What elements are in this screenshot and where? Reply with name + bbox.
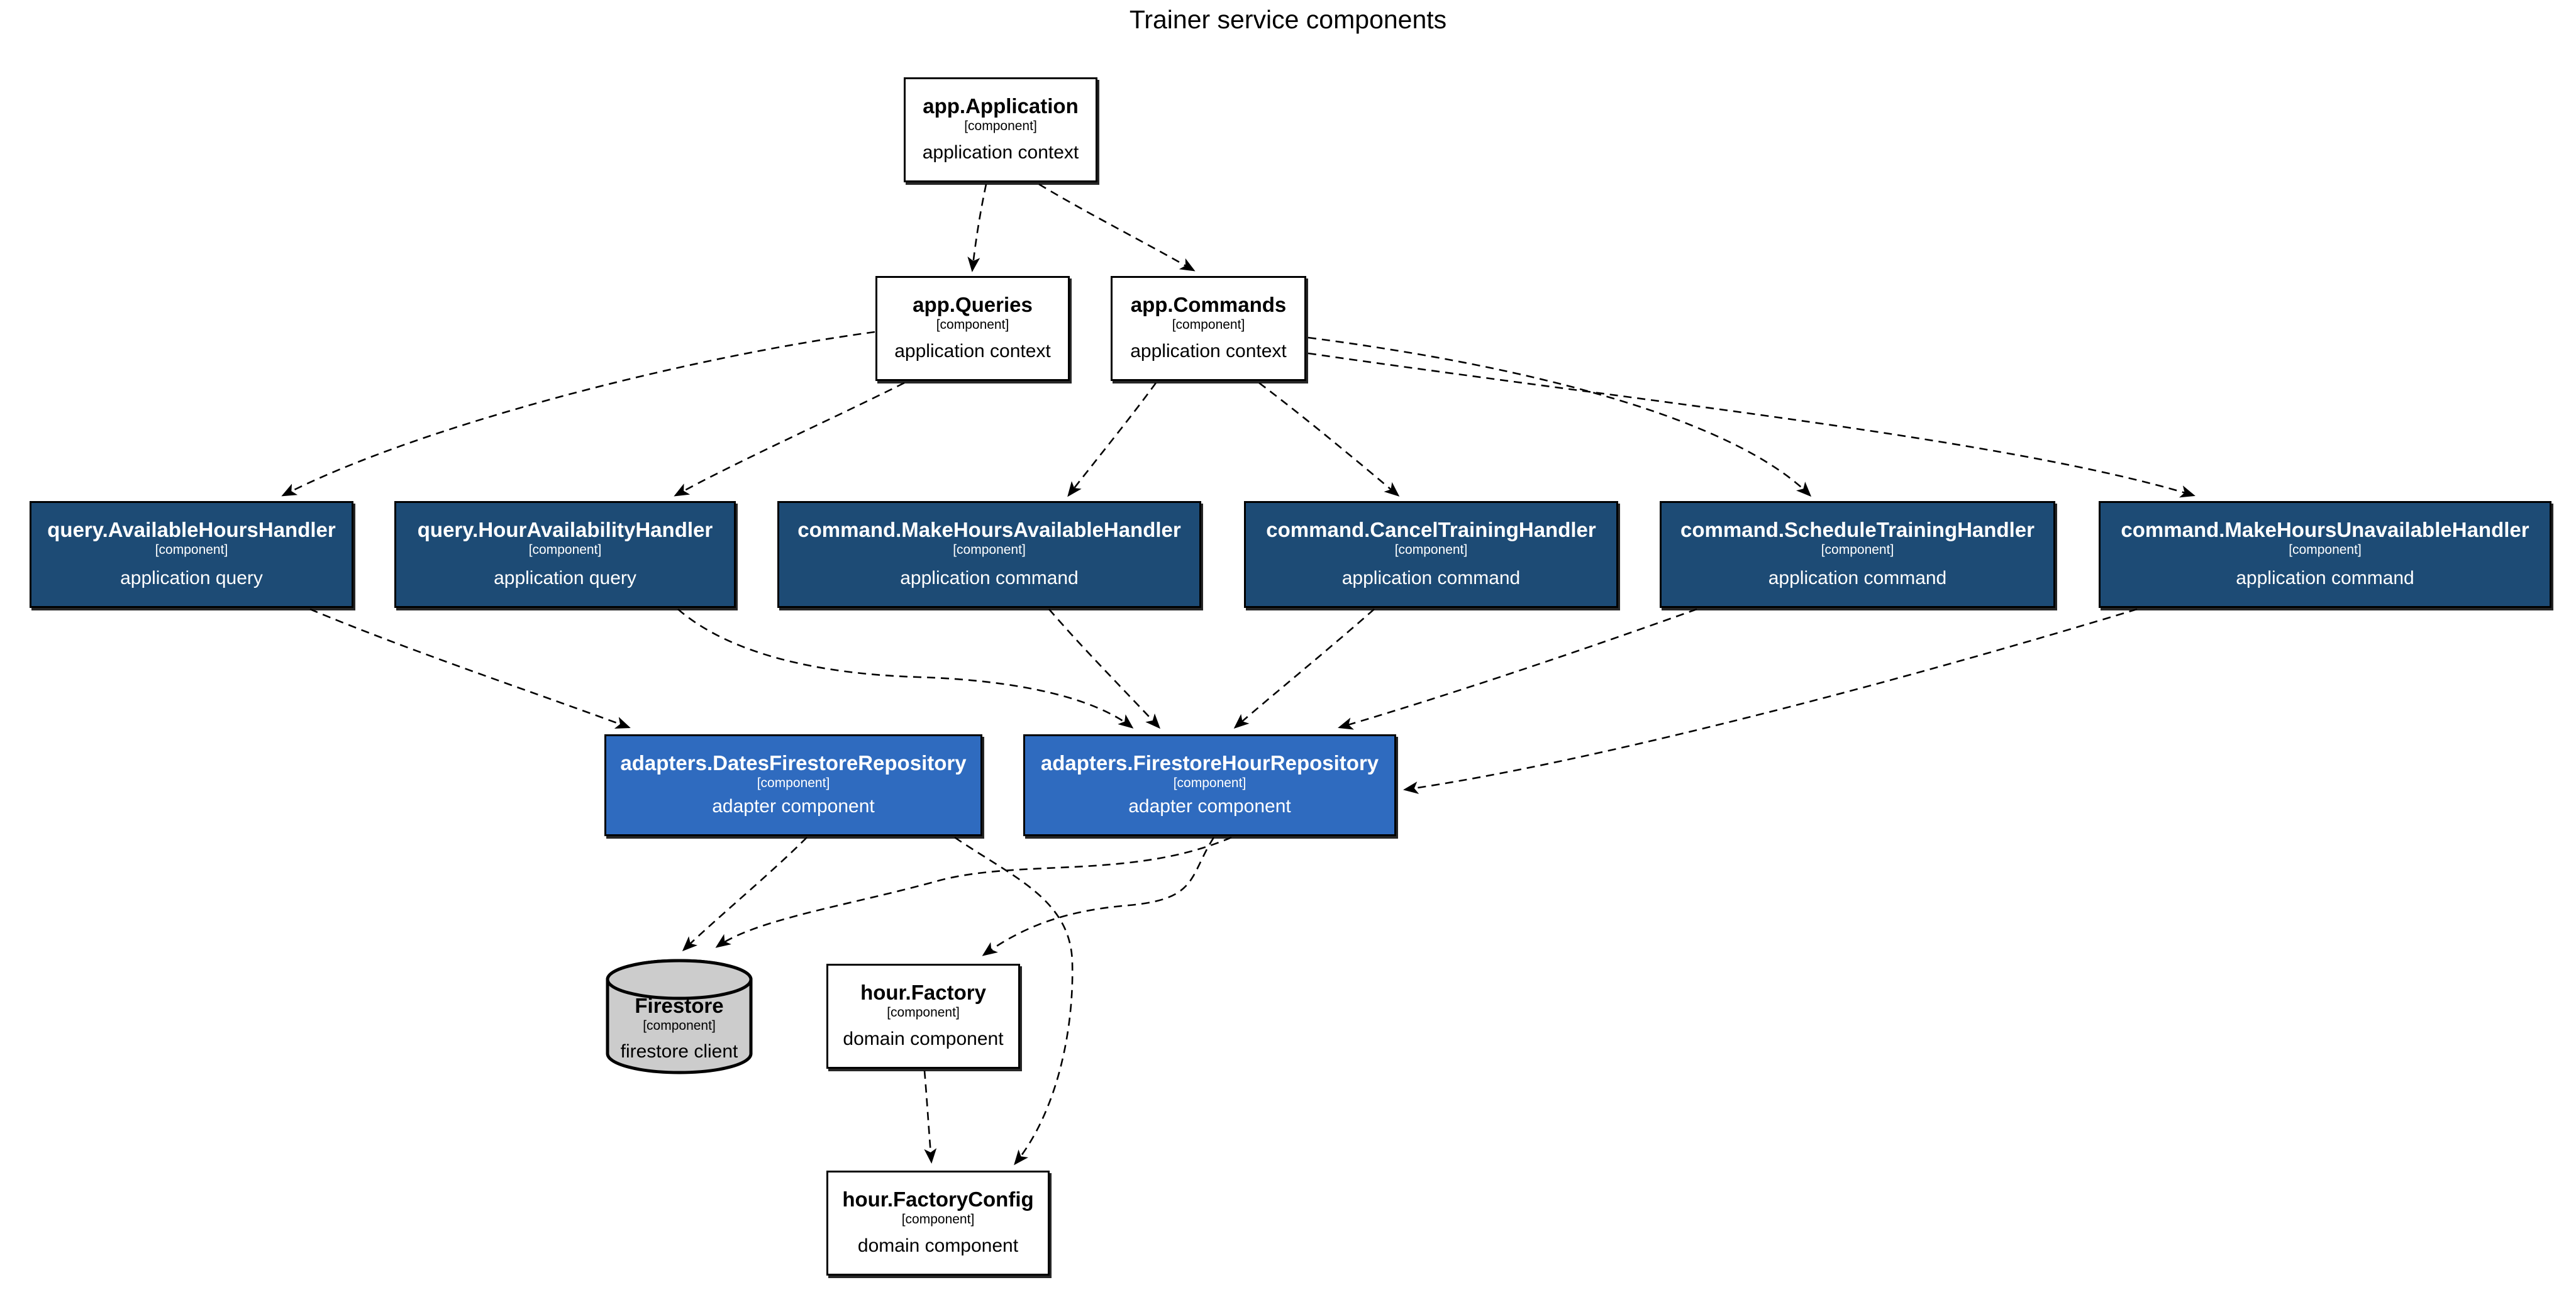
node-title: adapters.FirestoreHourRepository (1040, 751, 1379, 775)
node-query-availablehourshandler: query.AvailableHoursHandler[component] ap… (30, 501, 353, 608)
edge-adapters-datesfirestorerepository-to-firestore (682, 837, 808, 952)
node-description: application query (494, 568, 636, 588)
diagram-title: Trainer service components (1129, 5, 1447, 34)
edge-app-application-to-app-commands (1038, 183, 1196, 272)
node-command-makehoursavailablehandler: command.MakeHoursAvailableHandler[compon… (777, 501, 1201, 608)
node-title: hour.Factory (860, 981, 986, 1004)
node-header: hour.Factory[component] (860, 981, 986, 1020)
node-description: application command (1341, 568, 1521, 588)
node-stereotype: [component] (1821, 542, 1894, 557)
edge-command-makehoursavailablehandler-to-adapters-firestorehourrepository (1048, 609, 1161, 729)
node-header: adapters.FirestoreHourRepository[compone… (1041, 751, 1379, 791)
node-adapters-datesfirestorerepository: adapters.DatesFirestoreRepository[compon… (604, 734, 982, 836)
node-title: query.AvailableHoursHandler (47, 518, 336, 541)
node-app-commands: app.Commands[component] application conte… (1111, 276, 1306, 381)
node-title: Firestore (635, 994, 724, 1017)
edge-app-application-to-app-queries (967, 184, 987, 272)
node-command-scheduletraininghandler: command.ScheduleTrainingHandler[componen… (1660, 501, 2055, 608)
node-description: application command (1768, 568, 1947, 588)
node-stereotype: [component] (1173, 775, 1246, 790)
edge-app-queries-to-query-houravailabilityhandler (674, 382, 905, 497)
node-app-application: app.Application[component] application co… (904, 77, 1097, 182)
edge-app-commands-to-command-canceltraininghandler (1258, 382, 1400, 497)
node-query-houravailabilityhandler: query.HourAvailabilityHandler[component]… (394, 501, 736, 608)
edge-command-scheduletraininghandler-to-adapters-firestorehourrepository (1338, 608, 1697, 730)
node-stereotype: [component] (643, 1018, 716, 1033)
node-stereotype: [component] (953, 542, 1026, 557)
node-header: command.MakeHoursAvailableHandler[compon… (797, 518, 1180, 558)
node-title: hour.FactoryConfig (842, 1188, 1034, 1211)
node-title: query.HourAvailabilityHandler (417, 518, 713, 541)
database-cylinder-shape (606, 959, 753, 1074)
node-firestore: Firestore[component] firestore client (604, 957, 754, 1076)
node-stereotype: [component] (155, 542, 228, 557)
node-header: command.CancelTrainingHandler[component] (1266, 518, 1596, 558)
node-description: firestore client (620, 1041, 738, 1062)
node-header: Firestore[component] (635, 994, 723, 1034)
node-header: adapters.DatesFirestoreRepository[compon… (620, 751, 966, 791)
node-header: app.Queries[component] (913, 293, 1033, 333)
node-description: application context (922, 142, 1079, 163)
node-header: hour.FactoryConfig[component] (842, 1188, 1033, 1227)
node-stereotype: [component] (901, 1211, 975, 1227)
node-stereotype: [component] (887, 1005, 960, 1020)
edge-adapters-firestorehourrepository-to-hour-factory (982, 837, 1215, 956)
node-description: application command (900, 568, 1079, 588)
node-stereotype: [component] (1394, 542, 1468, 557)
edge-command-canceltraininghandler-to-adapters-firestorehourrepository (1233, 609, 1375, 729)
node-title: app.Queries (913, 293, 1033, 316)
node-header: command.MakeHoursUnavailableHandler[comp… (2121, 518, 2529, 558)
edge-query-availablehourshandler-to-adapters-datesfirestorerepository (309, 608, 631, 729)
node-app-queries: app.Queries[component] application contex… (875, 276, 1070, 381)
node-stereotype: [component] (757, 775, 830, 790)
node-header: command.ScheduleTrainingHandler[componen… (1680, 518, 2035, 558)
node-description: domain component (843, 1029, 1004, 1049)
node-hour-factoryconfig: hour.FactoryConfig[component] domain comp… (826, 1171, 1050, 1276)
node-header: app.Application[component] (923, 94, 1079, 134)
node-title: command.ScheduleTrainingHandler (1680, 518, 2035, 541)
node-hour-factory: hour.Factory[component] domain component (826, 964, 1020, 1069)
node-header: query.HourAvailabilityHandler[component] (418, 518, 713, 558)
node-stereotype: [component] (528, 542, 602, 557)
node-description: application context (1130, 341, 1287, 361)
edge-app-commands-to-command-makehoursunavailablehandler (1307, 352, 2196, 498)
edge-app-queries-to-query-availablehourshandler (281, 331, 875, 497)
node-command-canceltraininghandler: command.CancelTrainingHandler[component]… (1244, 501, 1618, 608)
node-title: app.Commands (1130, 293, 1287, 316)
node-description: adapter component (712, 796, 875, 817)
node-description: adapter component (1128, 796, 1291, 817)
node-adapters-firestorehourrepository: adapters.FirestoreHourRepository[compone… (1023, 734, 1396, 836)
node-title: command.MakeHoursAvailableHandler (797, 518, 1181, 541)
node-description: application query (120, 568, 263, 588)
node-description: application context (894, 341, 1051, 361)
node-stereotype: [component] (2289, 542, 2362, 557)
node-header: query.AvailableHoursHandler[component] (47, 518, 335, 558)
edge-app-commands-to-command-makehoursavailablehandler (1067, 382, 1157, 497)
node-header: app.Commands[component] (1131, 293, 1287, 333)
edge-query-houravailabilityhandler-to-adapters-firestorehourrepository (677, 609, 1134, 729)
node-stereotype: [component] (1172, 317, 1245, 332)
node-title: app.Application (923, 94, 1079, 118)
node-command-makehoursunavailablehandler: command.MakeHoursUnavailableHandler[comp… (2099, 501, 2551, 608)
node-title: command.CancelTrainingHandler (1266, 518, 1596, 541)
node-title: adapters.DatesFirestoreRepository (620, 751, 967, 775)
edge-hour-factory-to-hour-factoryconfig (923, 1070, 937, 1164)
node-description: application command (2236, 568, 2414, 588)
edge-app-commands-to-command-scheduletraininghandler (1307, 336, 1812, 497)
node-description: domain component (857, 1235, 1019, 1256)
node-stereotype: [component] (964, 118, 1037, 133)
node-stereotype: [component] (936, 317, 1009, 332)
node-title: command.MakeHoursUnavailableHandler (2121, 518, 2529, 541)
edge-command-makehoursunavailablehandler-to-adapters-firestorehourrepository (1403, 608, 2138, 794)
edge-adapters-firestorehourrepository-to-firestore (715, 836, 1232, 948)
